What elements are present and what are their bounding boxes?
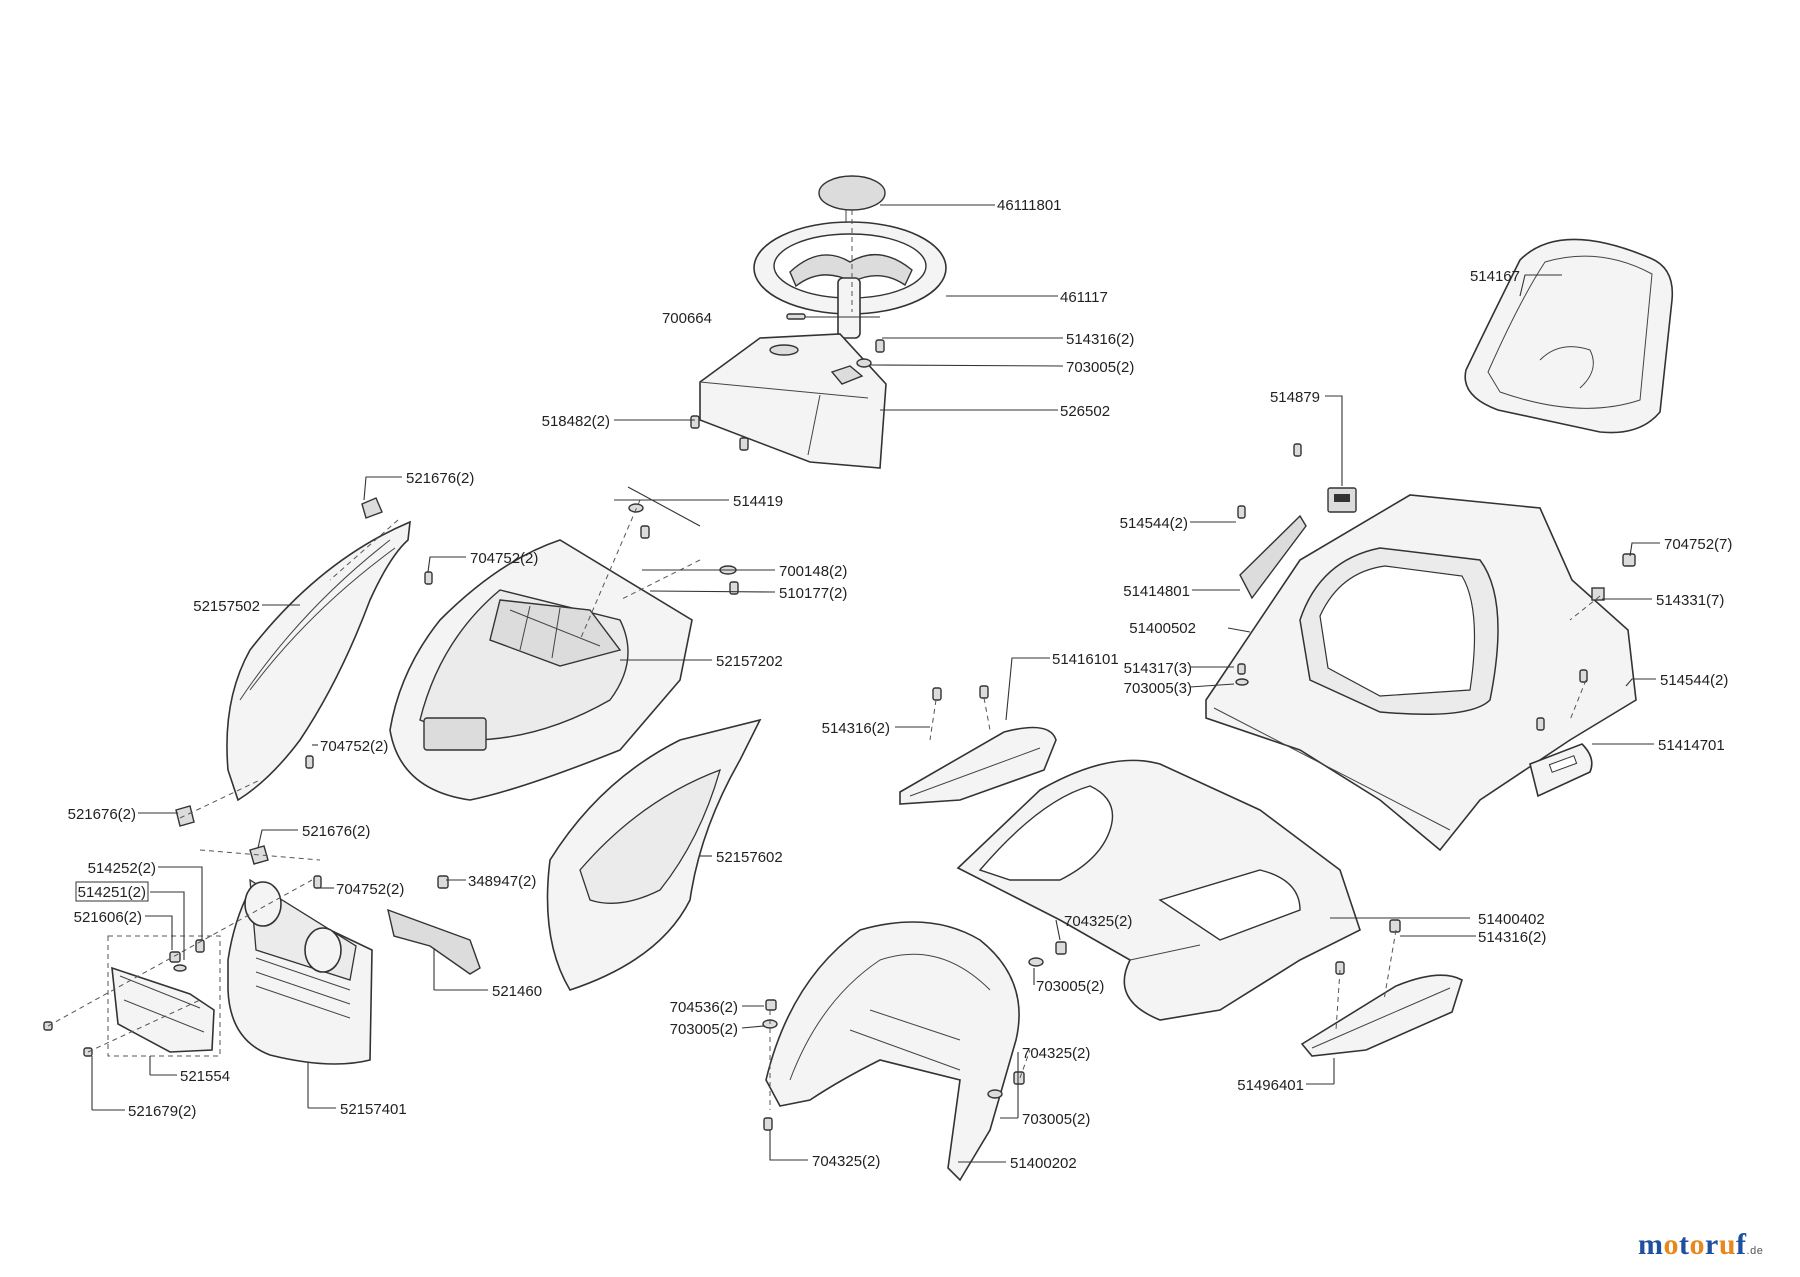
label-bar-514419[interactable]: 514419 xyxy=(733,493,783,510)
steering-wheel-part xyxy=(753,221,947,339)
clip-top-part xyxy=(361,497,383,519)
front-bumper-part xyxy=(227,878,373,1065)
switch-part xyxy=(1327,487,1357,513)
label-washer-n[interactable]: 703005(2) xyxy=(1036,978,1104,995)
label-screw-m[interactable]: 514316(2) xyxy=(1478,929,1546,946)
label-step-left[interactable]: 51416101 xyxy=(1052,651,1119,668)
brand-letter: u xyxy=(1718,1228,1737,1261)
panel-side-left-part xyxy=(226,520,411,802)
brand-letter: f xyxy=(1736,1228,1747,1261)
label-clip-bottom[interactable]: 521676(2) xyxy=(68,806,136,823)
label-screw-a[interactable]: 514316(2) xyxy=(1066,331,1134,348)
label-bolt-b[interactable]: 514251(2) xyxy=(78,884,146,901)
label-panel-side-left[interactable]: 52157502 xyxy=(193,598,260,615)
label-hood[interactable]: 52157202 xyxy=(716,653,783,670)
label-clip-d[interactable]: 514331(7) xyxy=(1656,592,1724,609)
label-body-mid[interactable]: 51400402 xyxy=(1478,911,1545,928)
brand-suffix: .de xyxy=(1746,1245,1764,1257)
body-rear-part xyxy=(1205,494,1637,852)
label-dash-panel[interactable]: 526502 xyxy=(1060,403,1110,420)
rear-fasteners xyxy=(1235,443,1636,731)
pin-part xyxy=(786,313,806,320)
body-mid-part xyxy=(956,759,1361,1021)
label-seat[interactable]: 514167 xyxy=(1470,268,1520,285)
brand-letter: m xyxy=(1638,1228,1664,1261)
label-screw-g[interactable]: 514317(3) xyxy=(1124,660,1192,677)
dash-panel-part xyxy=(699,333,887,469)
label-bolt-c[interactable]: 521606(2) xyxy=(74,909,142,926)
label-switch[interactable]: 514879 xyxy=(1270,389,1320,406)
label-step-right[interactable]: 51496401 xyxy=(1237,1077,1304,1094)
label-steering-cap[interactable]: 46111801 xyxy=(997,197,1062,214)
label-trim-right[interactable]: 51414701 xyxy=(1658,737,1725,754)
label-clip-top[interactable]: 521676(2) xyxy=(406,470,474,487)
label-screw-b[interactable]: 518482(2) xyxy=(542,413,610,430)
label-screw-l[interactable]: 521679(2) xyxy=(128,1103,196,1120)
label-screw-h[interactable]: 704752(2) xyxy=(470,550,538,567)
trim-right-part xyxy=(1529,743,1593,798)
label-bolt-b-boxed[interactable]: 514251(2) xyxy=(75,881,149,902)
label-body-rear[interactable]: 51400502 xyxy=(1129,620,1196,637)
label-washer-p[interactable]: 703005(2) xyxy=(1022,1111,1090,1128)
label-screw-j[interactable]: 704752(2) xyxy=(320,738,388,755)
label-panel-side-right[interactable]: 52157602 xyxy=(716,849,783,866)
clip-mid-part xyxy=(249,845,269,865)
label-trim-left[interactable]: 51414801 xyxy=(1123,583,1190,600)
label-front-frame[interactable]: 51400202 xyxy=(1010,1155,1077,1172)
label-grille[interactable]: 521554 xyxy=(180,1068,230,1085)
brand-letter: o xyxy=(1663,1228,1679,1261)
part-labels: 46111801 461117 700664 514316(2) 703005(… xyxy=(68,197,1733,1172)
small-fasteners-steering xyxy=(690,339,885,451)
steering-cap-part xyxy=(818,175,886,238)
label-steering-wheel[interactable]: 461117 xyxy=(1060,289,1108,306)
label-washer-a[interactable]: 703005(2) xyxy=(1066,359,1134,376)
trim-left-part xyxy=(1239,514,1307,600)
assembly-lines xyxy=(47,210,1601,1110)
hood-part xyxy=(389,539,693,801)
label-bracket-screw[interactable]: 348947(2) xyxy=(468,873,536,890)
seat-part xyxy=(1464,238,1674,434)
label-screw-i[interactable]: 510177(2) xyxy=(779,585,847,602)
label-screw-f[interactable]: 514316(2) xyxy=(822,720,890,737)
label-pin[interactable]: 700664 xyxy=(662,310,712,327)
grille-part xyxy=(107,935,221,1057)
label-screw-d[interactable]: 704752(7) xyxy=(1664,536,1732,553)
brand-letter: r xyxy=(1705,1228,1719,1261)
brand-letter: o xyxy=(1689,1228,1705,1261)
label-screw-q[interactable]: 704325(2) xyxy=(812,1153,880,1170)
label-washer-o[interactable]: 703005(2) xyxy=(670,1021,738,1038)
label-screw-p[interactable]: 704325(2) xyxy=(1022,1045,1090,1062)
label-bracket[interactable]: 521460 xyxy=(492,983,542,1000)
label-screw-k[interactable]: 704752(2) xyxy=(336,881,404,898)
bracket-part xyxy=(387,908,481,975)
label-screw-c[interactable]: 514544(2) xyxy=(1120,515,1188,532)
panel-side-right-part xyxy=(546,718,762,991)
brand-letter: t xyxy=(1679,1228,1690,1261)
leader-lines xyxy=(91,204,1660,1163)
label-bolt-a[interactable]: 514252(2) xyxy=(88,860,156,877)
step-right-part xyxy=(1300,974,1463,1057)
hood-fasteners xyxy=(175,486,739,827)
brand-name: motoruf xyxy=(1638,1228,1747,1261)
label-screw-e[interactable]: 514544(2) xyxy=(1660,672,1728,689)
label-washer-g[interactable]: 703005(3) xyxy=(1124,680,1192,697)
brand-logo[interactable]: motoruf.de xyxy=(1638,1228,1763,1262)
label-screw-n[interactable]: 704325(2) xyxy=(1064,913,1132,930)
label-front-bumper[interactable]: 52157401 xyxy=(340,1101,407,1118)
label-clip-mid[interactable]: 521676(2) xyxy=(302,823,370,840)
step-left-part xyxy=(899,726,1057,805)
front-frame-part xyxy=(765,921,1020,1182)
label-nut-o[interactable]: 704536(2) xyxy=(670,999,738,1016)
label-washer-h[interactable]: 700148(2) xyxy=(779,563,847,580)
